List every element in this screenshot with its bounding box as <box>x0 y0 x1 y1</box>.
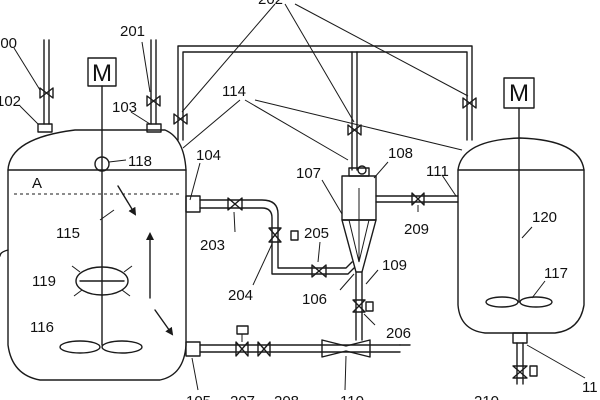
label-115: 115 <box>56 225 80 242</box>
label-112: 11 <box>582 379 598 396</box>
label-102: 102 <box>0 93 21 110</box>
label-209: 209 <box>404 221 429 238</box>
top-pipe-202 <box>173 45 477 171</box>
label-103: 103 <box>112 99 137 116</box>
impeller-119 <box>71 265 133 310</box>
label-206: 206 <box>386 325 411 342</box>
label-207: 207 <box>230 393 255 400</box>
label-105: 105 <box>186 393 211 400</box>
label-a: A <box>32 175 42 192</box>
pipe-108-to-right <box>375 192 459 212</box>
label-204: 204 <box>228 287 253 304</box>
label-116: 116 <box>30 319 54 336</box>
separator-107 <box>341 165 377 341</box>
flow-arrows <box>117 185 174 336</box>
label-100: 100 <box>0 35 17 52</box>
left-tank <box>0 129 187 381</box>
label-201: 201 <box>120 23 145 40</box>
leader-202 <box>181 3 469 123</box>
label-111: 111 <box>426 163 449 180</box>
label-203: 203 <box>200 237 225 254</box>
label-210: 210 <box>474 393 499 400</box>
label-114: 114 <box>222 83 246 100</box>
valve-206 <box>352 299 374 313</box>
label-110: 110 <box>340 393 364 400</box>
leader-lines <box>13 41 546 391</box>
sensor-118 <box>94 156 127 172</box>
right-motor-label: M <box>509 80 529 107</box>
label-106: 106 <box>302 291 327 308</box>
pipe-104 <box>185 195 355 278</box>
leader-114 <box>182 99 463 161</box>
left-tank-nozzles <box>37 39 162 133</box>
left-tank-lug <box>0 249 9 257</box>
label-109: 109 <box>382 257 407 274</box>
label-119: 119 <box>32 273 56 290</box>
impeller-117 <box>485 296 553 308</box>
valve-100 <box>39 87 54 99</box>
left-motor-label: M <box>92 60 112 87</box>
label-202: 202 <box>258 0 283 8</box>
label-120: 120 <box>532 209 557 226</box>
pipe-105 <box>185 325 411 358</box>
right-tank <box>457 137 586 385</box>
left-motor: M <box>87 57 117 346</box>
impeller-116 <box>59 340 143 354</box>
label-108: 108 <box>388 145 413 162</box>
label-208: 208 <box>274 393 299 400</box>
valve-201 <box>146 95 161 107</box>
label-205: 205 <box>304 225 329 242</box>
label-118: 118 <box>128 153 152 170</box>
label-104: 104 <box>196 147 221 164</box>
label-117: 117 <box>544 265 568 282</box>
label-107: 107 <box>296 165 321 182</box>
right-motor: M <box>503 77 535 303</box>
